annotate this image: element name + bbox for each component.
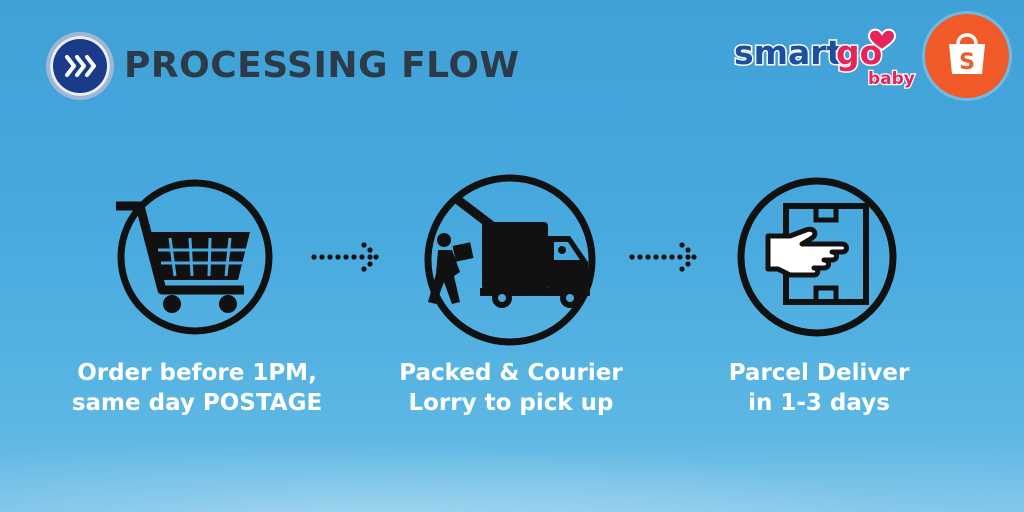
smartgo-baby-logo: smart go baby bbox=[732, 24, 922, 92]
parcel-hand-icon bbox=[732, 172, 902, 346]
dotted-arrow-icon bbox=[628, 240, 700, 278]
step-caption-line: Order before 1PM, bbox=[77, 360, 317, 386]
shopping-cart-icon bbox=[110, 172, 280, 346]
step-caption-line: Parcel Deliver bbox=[728, 360, 910, 386]
step-caption-line: in 1-3 days bbox=[748, 390, 890, 416]
background-haze bbox=[0, 422, 1024, 512]
step-caption-line: Lorry to pick up bbox=[408, 390, 614, 416]
chevrons-right-icon bbox=[50, 36, 110, 96]
logo-smart-text: smart bbox=[734, 33, 843, 72]
step-caption: Order before 1PM, same day POSTAGE bbox=[52, 358, 342, 418]
step-caption-line: same day POSTAGE bbox=[71, 390, 323, 416]
courier-lorry-icon bbox=[420, 170, 600, 354]
heart-icon bbox=[867, 28, 897, 52]
step-caption: Parcel Deliver in 1-3 days bbox=[704, 358, 934, 418]
shopee-bag-icon: S bbox=[925, 14, 1009, 98]
logo-baby-text: baby bbox=[868, 69, 915, 89]
step-caption-line: Packed & Courier bbox=[399, 360, 623, 386]
page-title: PROCESSING FLOW bbox=[124, 45, 520, 86]
shopee-letter: S bbox=[959, 50, 975, 75]
step-caption: Packed & Courier Lorry to pick up bbox=[376, 358, 646, 418]
dotted-arrow-icon bbox=[310, 240, 382, 278]
